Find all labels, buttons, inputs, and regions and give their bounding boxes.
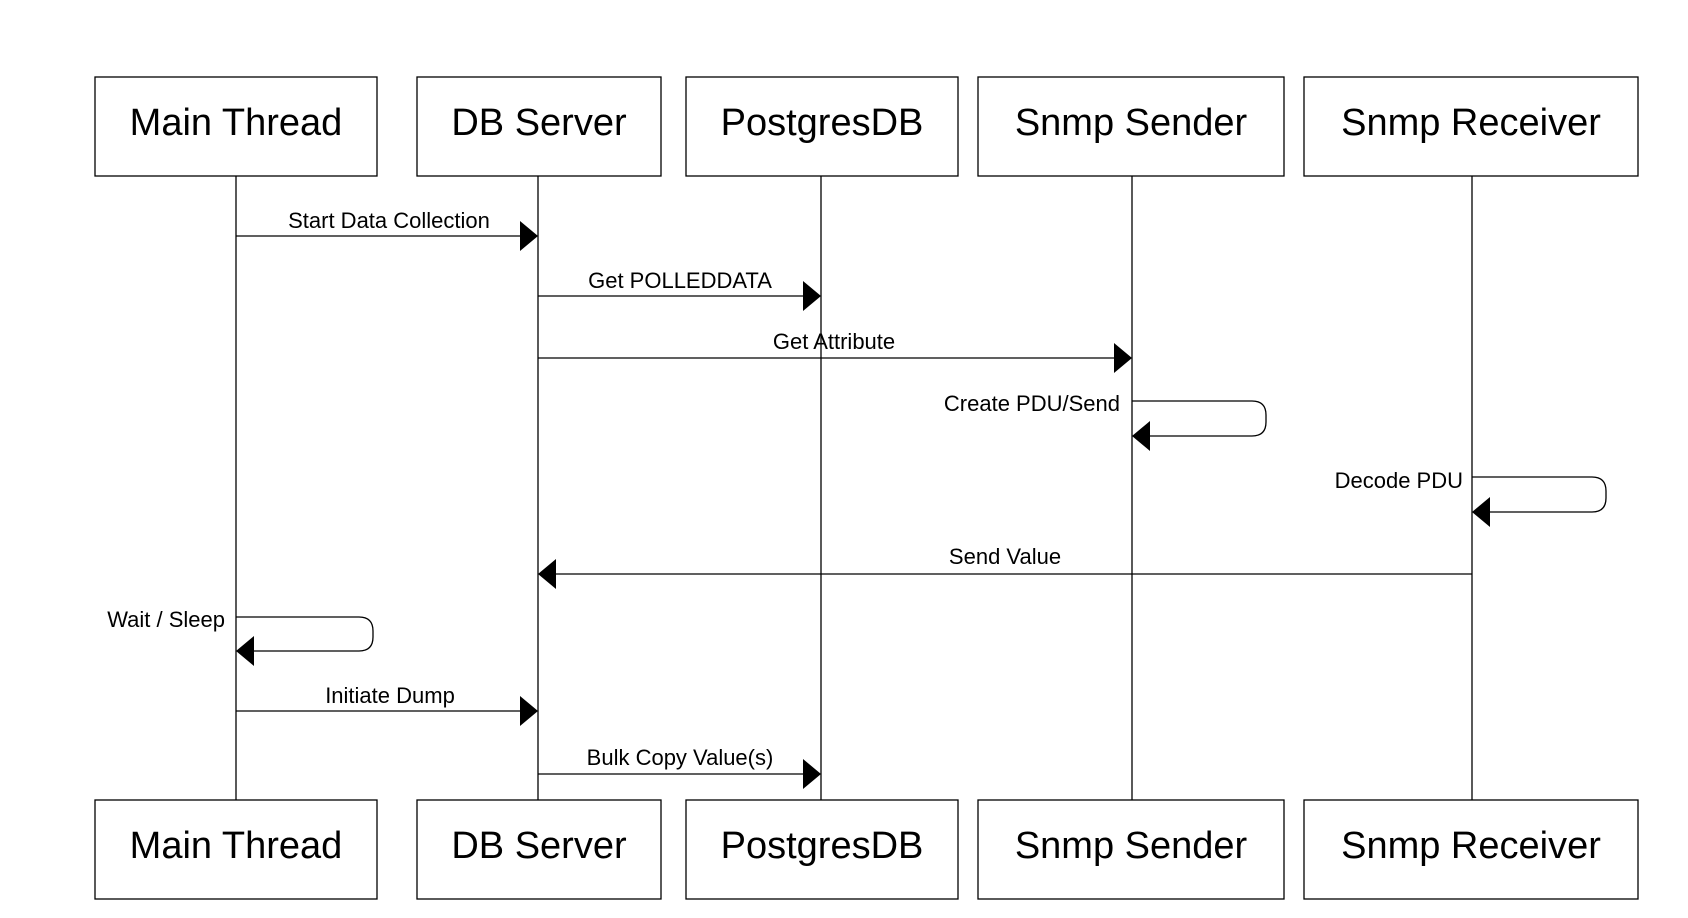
participant-name: DB Server	[451, 102, 627, 144]
participant-snmp-sender-bottom: Snmp Sender	[977, 799, 1285, 900]
participant-main-thread-bottom: Main Thread	[94, 799, 378, 900]
participant-snmp-receiver-top: Snmp Receiver	[1303, 76, 1639, 177]
message-label: Create PDU/Send	[944, 391, 1120, 416]
participant-name: Snmp Sender	[1015, 825, 1248, 867]
message-start-data-collection: Start Data Collection	[236, 208, 538, 251]
arrowhead	[236, 636, 254, 666]
message-label: Initiate Dump	[325, 683, 455, 708]
participants-bottom: Main Thread DB Server PostgresDB Snmp Se…	[94, 799, 1639, 900]
arrowhead	[803, 759, 821, 789]
message-send-value: Send Value	[538, 544, 1472, 589]
message-label: Bulk Copy Value(s)	[587, 745, 774, 770]
participant-name: Snmp Receiver	[1341, 825, 1601, 867]
message-arrow	[1472, 476, 1607, 513]
participant-name: Snmp Receiver	[1341, 102, 1601, 144]
message-arrow	[236, 616, 374, 652]
participant-name: Main Thread	[130, 825, 343, 867]
arrowhead	[803, 281, 821, 311]
message-wait-sleep: Wait / Sleep	[107, 607, 374, 666]
message-arrow	[1132, 400, 1267, 437]
participant-name: Snmp Sender	[1015, 102, 1248, 144]
participant-db-server-top: DB Server	[416, 76, 662, 177]
participant-main-thread-top: Main Thread	[94, 76, 378, 177]
arrowhead	[1472, 497, 1490, 527]
participant-db-server-bottom: DB Server	[416, 799, 662, 900]
messages: Start Data Collection Get POLLEDDATA Get…	[107, 208, 1607, 789]
arrowhead	[520, 696, 538, 726]
participant-name: DB Server	[451, 825, 627, 867]
message-get-attribute: Get Attribute	[538, 329, 1132, 373]
message-initiate-dump: Initiate Dump	[236, 683, 538, 726]
participant-postgresdb-top: PostgresDB	[685, 76, 959, 177]
participant-postgresdb-bottom: PostgresDB	[685, 799, 959, 900]
message-label: Wait / Sleep	[107, 607, 225, 632]
message-label: Send Value	[949, 544, 1061, 569]
participant-name: PostgresDB	[721, 102, 924, 144]
message-create-pdu-send: Create PDU/Send	[944, 391, 1267, 451]
message-bulk-copy-values: Bulk Copy Value(s)	[538, 745, 821, 789]
participant-name: PostgresDB	[721, 825, 924, 867]
message-label: Get Attribute	[773, 329, 895, 354]
arrowhead	[538, 559, 556, 589]
arrowhead	[1132, 421, 1150, 451]
arrowhead	[520, 221, 538, 251]
participant-snmp-sender-top: Snmp Sender	[977, 76, 1285, 177]
lifelines	[235, 176, 1473, 800]
message-label: Start Data Collection	[288, 208, 490, 233]
participant-name: Main Thread	[130, 102, 343, 144]
message-label: Decode PDU	[1335, 468, 1463, 493]
message-get-polleddata: Get POLLEDDATA	[538, 268, 821, 311]
participant-snmp-receiver-bottom: Snmp Receiver	[1303, 799, 1639, 900]
message-decode-pdu: Decode PDU	[1335, 468, 1607, 527]
message-label: Get POLLEDDATA	[588, 268, 772, 293]
participants-top: Main Thread DB Server PostgresDB Snmp Se…	[94, 76, 1639, 177]
arrowhead	[1114, 343, 1132, 373]
